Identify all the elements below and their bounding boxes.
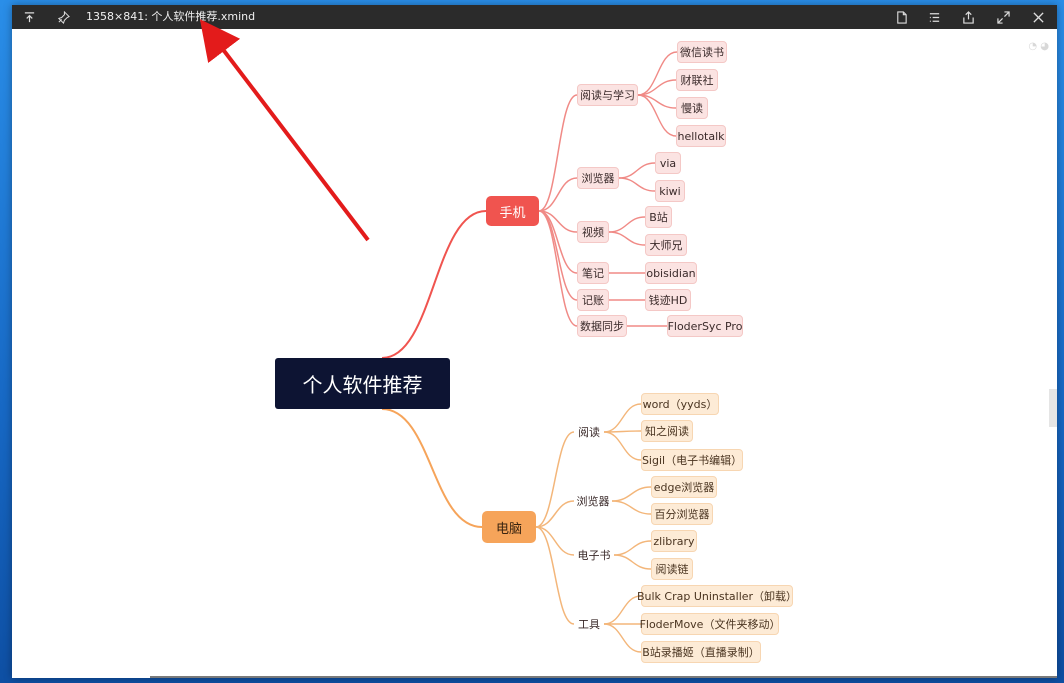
phone-leaf-node[interactable]: 微信读书 <box>677 41 727 63</box>
window-title: 1358×841: 个人软件推荐.xmind <box>86 10 256 23</box>
horizontal-scrollbar[interactable] <box>150 676 1057 678</box>
view-icons: ◔ ◕ <box>1028 41 1049 52</box>
phone-group-node[interactable]: 浏览器 <box>577 167 619 189</box>
phone-group-node[interactable]: 阅读与学习 <box>577 84 638 106</box>
phone-leaf-node[interactable]: 钱迹HD <box>645 289 691 311</box>
pc-leaf-node[interactable]: Bulk Crap Uninstaller（卸载） <box>637 585 797 607</box>
scrollbar[interactable] <box>1049 389 1057 427</box>
arrow-up-bar-icon[interactable] <box>16 5 42 29</box>
pc-group-node[interactable]: 浏览器 <box>576 495 610 508</box>
pin-icon[interactable] <box>50 5 76 29</box>
title-bar: 1358×841: 个人软件推荐.xmind <box>12 5 1057 29</box>
phone-group-node[interactable]: 笔记 <box>577 262 609 284</box>
phone-leaf-node[interactable]: hellotalk <box>676 125 726 147</box>
branch-pc[interactable]: 电脑 <box>482 511 536 543</box>
phone-leaf-node[interactable]: 大师兄 <box>645 234 687 256</box>
preview-window: 1358×841: 个人软件推荐.xmind ◔ ◕ 个人软件推荐 手机电脑 阅读与… <box>12 5 1057 678</box>
file-icon[interactable] <box>888 5 914 29</box>
branch-phone[interactable]: 手机 <box>486 196 539 226</box>
pc-group-node[interactable]: 工具 <box>578 618 600 631</box>
root-node[interactable]: 个人软件推荐 <box>275 358 450 409</box>
phone-group-node[interactable]: 记账 <box>577 289 609 311</box>
expand-icon[interactable] <box>990 5 1016 29</box>
phone-leaf-node[interactable]: via <box>655 152 681 174</box>
pc-leaf-node[interactable]: 阅读链 <box>651 558 693 580</box>
pc-leaf-node[interactable]: Sigil（电子书编辑） <box>641 449 743 471</box>
phone-leaf-node[interactable]: obisidian <box>645 262 697 284</box>
pc-leaf-node[interactable]: FloderMove（文件夹移动） <box>640 613 780 635</box>
pc-leaf-node[interactable]: word（yyds） <box>641 393 719 415</box>
phone-group-node[interactable]: 数据同步 <box>577 315 627 337</box>
phone-leaf-node[interactable]: 慢读 <box>676 97 708 119</box>
outline-icon[interactable] <box>921 5 947 29</box>
pc-leaf-node[interactable]: 知之阅读 <box>641 420 693 442</box>
phone-leaf-node[interactable]: 财联社 <box>676 69 718 91</box>
pc-leaf-node[interactable]: B站录播姬（直播录制） <box>641 641 761 663</box>
phone-leaf-node[interactable]: FloderSyc Pro <box>667 315 743 337</box>
phone-leaf-node[interactable]: kiwi <box>655 180 685 202</box>
pc-group-node[interactable]: 阅读 <box>578 426 600 439</box>
phone-group-node[interactable]: 视频 <box>577 221 609 243</box>
pc-leaf-node[interactable]: zlibrary <box>651 530 697 552</box>
close-icon[interactable] <box>1025 5 1051 29</box>
pc-group-node[interactable]: 电子书 <box>577 549 611 562</box>
mindmap-connectors <box>381 51 678 653</box>
pc-leaf-node[interactable]: edge浏览器 <box>651 476 717 498</box>
mindmap-canvas[interactable]: ◔ ◕ 个人软件推荐 手机电脑 阅读与学习 微信读书财联社慢读 hellotalk 浏览器… <box>12 29 1057 678</box>
phone-leaf-node[interactable]: B站 <box>645 206 672 228</box>
pc-leaf-node[interactable]: 百分浏览器 <box>651 503 713 525</box>
share-icon[interactable] <box>955 5 981 29</box>
